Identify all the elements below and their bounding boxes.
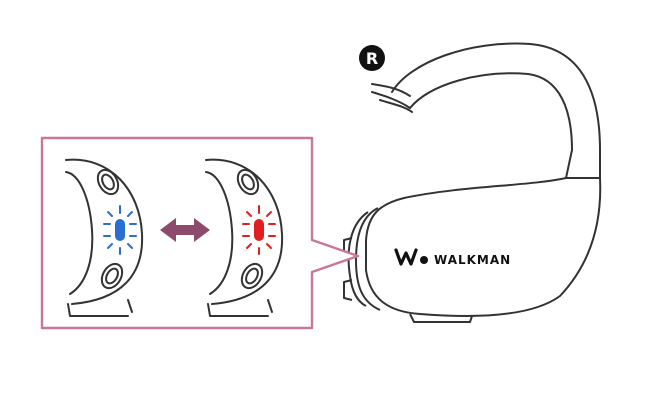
indicator-red-icon <box>242 205 276 255</box>
state-panel-blue <box>65 158 144 317</box>
state-panel-red <box>205 158 284 317</box>
brand-logo-text: WALKMAN <box>434 253 511 267</box>
side-marker-text: R <box>366 49 378 68</box>
walkman-logo: WALKMAN <box>394 248 511 267</box>
w-mark-icon <box>394 248 418 266</box>
headphone-body <box>343 177 602 323</box>
double-arrow-icon <box>160 218 210 242</box>
w-mark-dot-icon <box>420 256 428 264</box>
ear-hook <box>371 42 601 179</box>
indicator-blue-icon <box>103 205 137 255</box>
r-badge-icon: R <box>359 45 385 71</box>
